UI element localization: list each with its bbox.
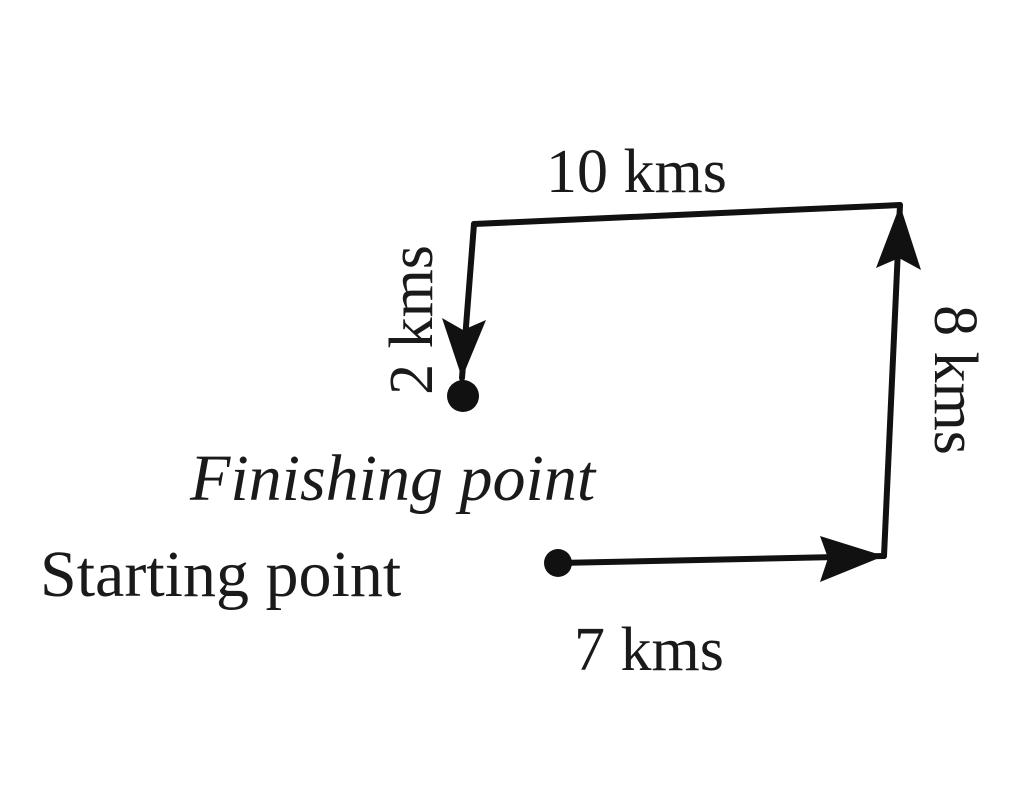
label-start-point: Starting point <box>40 538 401 611</box>
arrowhead-north <box>876 205 921 270</box>
label-north: 8 kms <box>921 305 989 455</box>
finish-point-dot <box>447 380 479 412</box>
segment-north <box>881 202 903 559</box>
arrowhead-south <box>442 318 486 378</box>
label-west: 10 kms <box>546 138 727 206</box>
label-finish-point: Finishing point <box>189 442 597 515</box>
label-east: 7 kms <box>574 616 724 684</box>
arrowhead-east <box>820 536 884 582</box>
segment-west <box>471 202 903 227</box>
label-south: 2 kms <box>378 245 446 395</box>
